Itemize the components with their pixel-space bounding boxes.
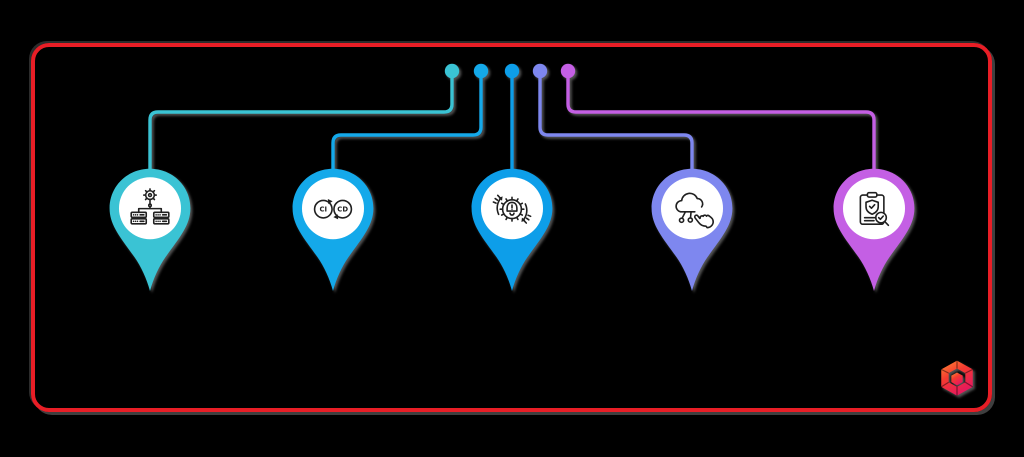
connector-dot-1 xyxy=(444,63,460,79)
red-cube-logo xyxy=(940,360,974,396)
connector-dot-3 xyxy=(504,63,520,79)
pin-inner-circle xyxy=(660,177,724,240)
pin-server-orchestration xyxy=(109,168,191,291)
connector-lines xyxy=(148,63,876,178)
pin-automated-alerts xyxy=(471,168,553,291)
connector-line-4 xyxy=(538,69,694,178)
pin-inner-circle xyxy=(301,177,365,240)
gear-bell-alert-icon xyxy=(492,194,532,224)
connector-line-1 xyxy=(148,69,454,178)
connector-dot-2 xyxy=(473,63,489,79)
gear-server-cluster-icon xyxy=(130,188,170,225)
connector-dot-5 xyxy=(560,63,576,79)
pin-security-audit xyxy=(833,168,915,291)
pin-cloud-deployment xyxy=(651,168,733,291)
cloud-network-click-icon xyxy=(675,192,714,229)
clipboard-shield-audit-icon xyxy=(859,191,890,227)
pin-inner-circle xyxy=(842,177,906,240)
connector-dot-4 xyxy=(532,63,548,79)
pin-ci-cd-pipeline: CI CD xyxy=(292,168,374,291)
svg-text:CD: CD xyxy=(337,205,348,213)
connector-line-2 xyxy=(331,69,483,178)
red-frame-border xyxy=(31,43,992,412)
connector-line-5 xyxy=(566,69,876,178)
svg-text:CI: CI xyxy=(320,205,328,213)
ci-cd-infinity-icon: CI CD xyxy=(313,199,353,220)
